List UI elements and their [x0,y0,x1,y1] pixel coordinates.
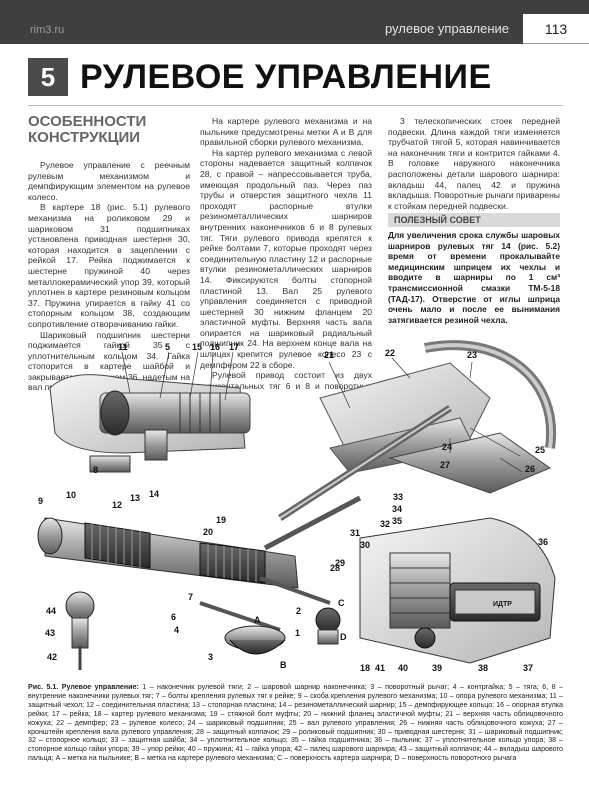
callout-label: 20 [203,527,213,537]
paragraph: Рулевое управление с реечным рулевым мех… [28,160,190,202]
callout-label: 32 [380,519,390,529]
steering-illustration: 11 5 15 16 17 21 22 23 24 25 26 27 28 8 … [37,340,557,673]
running-section-title: рулевое управление [384,21,509,36]
rack-boot-right [199,542,266,584]
callout-label: 39 [432,663,442,673]
callout-label: 24 [442,442,452,452]
caption-text: 1 – наконечник рулевой тяги; 2 – шаровой… [28,683,563,763]
paragraph: 3 телескопических стоек передней подвеск… [388,116,560,211]
text-column-3: 3 телескопических стоек передней подвеск… [388,116,560,211]
callout-label: ИДТР [493,601,512,608]
callout-label: 23 [467,350,477,360]
callout-label: 13 [130,493,140,503]
column-bracket [388,432,552,494]
callout-label: 38 [478,663,488,673]
callout-label: 30 [360,540,370,550]
callout-label: 12 [112,500,122,510]
callout-label: 3 [208,652,213,662]
heading-divider [28,105,563,106]
callout-label: 14 [149,489,159,499]
callout-label: 5 [165,342,170,352]
steering-system-figure: 11 5 15 16 17 21 22 23 24 25 26 27 28 8 … [30,338,565,676]
callout-label: 6 [171,612,176,622]
callout-label: 19 [216,515,226,525]
chapter-number: 5 [28,58,68,96]
callout-label: 7 [188,592,193,602]
text-column-1: Рулевое управление с реечным рулевым мех… [28,160,190,393]
callout-label: 33 [393,492,403,502]
callout-label: 41 [375,663,385,673]
caption-label: Рис. 5.1. Рулевое управление: [28,683,139,691]
tip-title: ПОЛЕЗНЫЙ СОВЕТ [388,213,560,227]
ball-pin-detail [65,591,95,621]
callout-label: 21 [324,350,334,360]
useful-tip-box: ПОЛЕЗНЫЙ СОВЕТ Для увеличения срока служ… [388,213,560,325]
callout-label: 2 [296,606,301,616]
paragraph: В картере 18 (рис. 5.1) рулевого механиз… [28,202,190,329]
callout-label: D [340,632,347,642]
callout-label: 26 [525,464,535,474]
figure-callouts: 11 5 15 16 17 21 22 23 24 25 26 27 28 8 … [38,342,548,673]
page-number: 113 [523,14,589,44]
callout-label: A [254,615,261,625]
callout-label: 1 [295,628,300,638]
callout-label: 11 [118,342,128,352]
callout-label: 31 [350,528,360,538]
section-title: ОСОБЕННОСТИ КОНСТРУКЦИИ [28,113,147,146]
paragraph: На картере рулевого механизма и на пыльн… [200,116,372,148]
tip-text: Для увеличения срока службы шаровых шарн… [388,230,560,325]
text-column-2: На картере рулевого механизма и на пыльн… [200,116,372,402]
callout-label: 44 [46,606,56,616]
callout-label: 4 [174,625,179,635]
rack-mount-clamp [37,517,63,555]
callout-label: 43 [45,628,55,638]
callout-label: 28 [330,563,340,573]
callout-label: B [280,660,287,670]
callout-label: 42 [47,652,57,662]
callout-label: 37 [523,663,533,673]
tie-rod-outer [259,576,331,605]
page-header: rim3.ru рулевое управление 113 [0,0,589,44]
callout-label: 40 [398,663,408,673]
tie-rod [263,495,362,551]
chapter-title: РУЛЕВОЕ УПРАВЛЕНИЕ [80,58,492,96]
callout-label: 29 [335,558,345,568]
callout-label: 35 [392,516,402,526]
rack-boot-left [84,522,151,569]
callout-label: 15 [192,342,202,352]
site-name[interactable]: rim3.ru [30,24,65,36]
callout-label: 18 [360,663,370,673]
callout-label: 10 [66,490,76,500]
callout-label: 27 [440,460,450,470]
callout-label: 9 [38,496,43,506]
callout-label: 17 [229,342,239,352]
callout-label: 16 [210,342,220,352]
callout-label: C [338,598,345,608]
callout-label: 34 [392,504,402,514]
callout-label: 22 [385,348,395,358]
callout-label: 36 [538,537,548,547]
callout-label: 8 [93,465,98,475]
paragraph: На картер рулевого механизма с левой сто… [200,147,372,370]
figure-caption: Рис. 5.1. Рулевое управление: 1 – наконе… [28,683,563,763]
callout-label: 25 [535,445,545,455]
ball-joint-detail [315,607,341,633]
